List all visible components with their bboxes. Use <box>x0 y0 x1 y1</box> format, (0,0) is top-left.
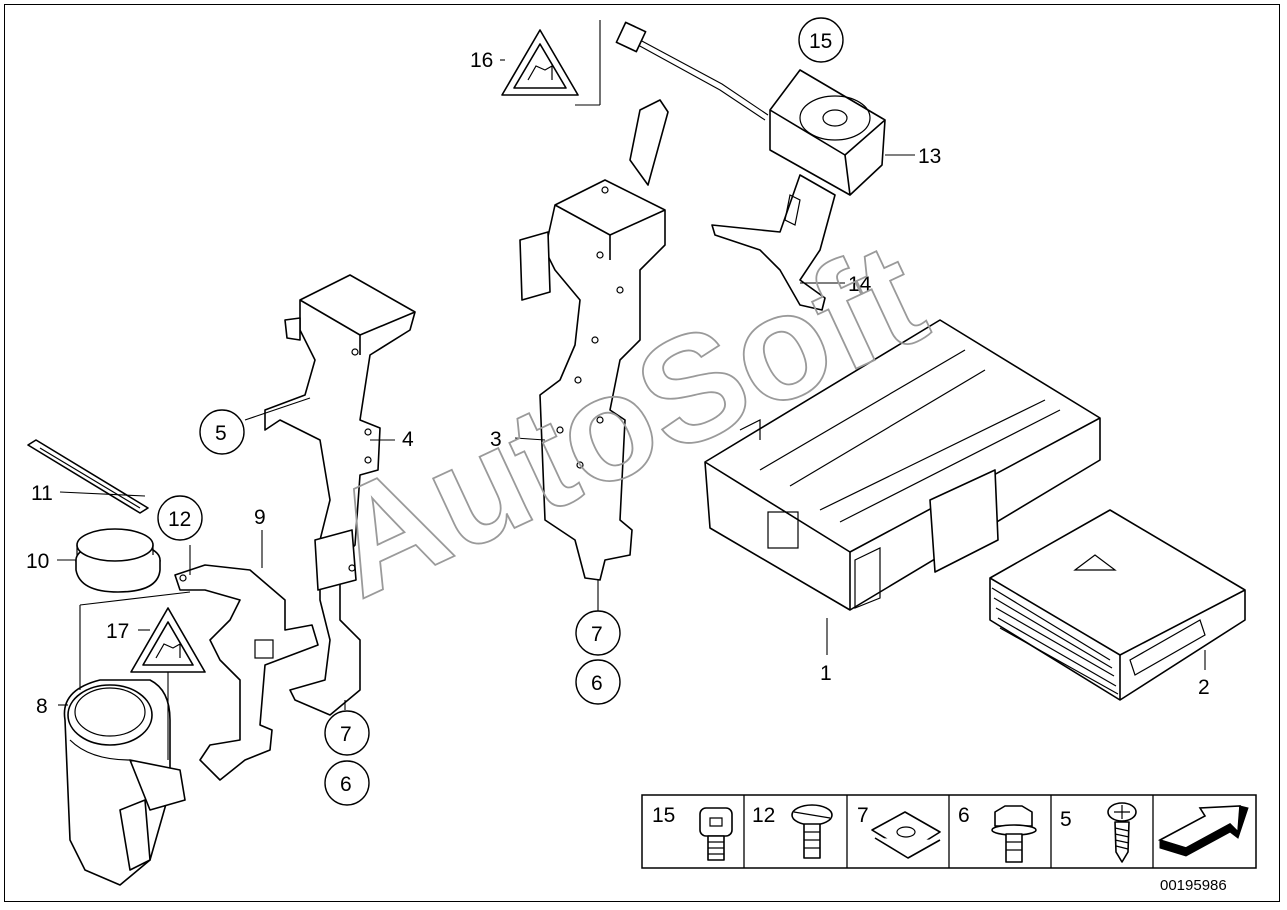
callout-11: 11 <box>31 482 53 505</box>
callout-15: 15 <box>809 30 832 53</box>
legend-item-5[interactable]: 5 <box>1060 802 1137 863</box>
part-4-bracket[interactable] <box>264 274 416 716</box>
legend-num-6: 6 <box>958 804 970 827</box>
legend-item-12[interactable]: 12 <box>752 804 833 859</box>
part-8-housing[interactable] <box>63 679 186 886</box>
part-9-bracket[interactable] <box>174 564 319 781</box>
part-10-grommet[interactable] <box>75 528 161 593</box>
part-1-cd-changer[interactable] <box>704 319 1101 611</box>
callout-16: 16 <box>470 49 493 72</box>
hex-bolt-icon <box>991 805 1037 863</box>
callouts: 1 2 3 4 5 6 6 7 7 8 9 10 11 12 13 14 15 … <box>26 17 1210 806</box>
callout-13: 13 <box>918 145 941 168</box>
legend-num-15: 15 <box>652 804 675 827</box>
legend-num-5: 5 <box>1060 808 1072 831</box>
leader-lines <box>57 59 1206 760</box>
part-14-fan-bracket[interactable] <box>711 174 836 311</box>
callout-7b: 7 <box>591 623 603 646</box>
callout-10: 10 <box>26 550 49 573</box>
legend-num-12: 12 <box>752 804 775 827</box>
legend-item-7[interactable]: 7 <box>857 804 941 859</box>
callout-2: 2 <box>1198 676 1210 699</box>
callout-7a: 7 <box>340 723 352 746</box>
part-13-fan[interactable] <box>769 69 886 196</box>
legend-item-arrow <box>1157 805 1249 857</box>
diagram-frame <box>4 4 1280 902</box>
callout-3: 3 <box>490 428 502 451</box>
callout-1: 1 <box>820 662 832 685</box>
callout-6a: 6 <box>340 773 352 796</box>
warning-triangle-17 <box>130 607 206 673</box>
callout-5: 5 <box>215 422 227 445</box>
callout-17: 17 <box>106 620 129 643</box>
callout-9: 9 <box>254 506 266 529</box>
diagram-code: 00195986 <box>1160 877 1227 894</box>
oval-head-screw-icon <box>791 804 833 859</box>
warning-triangle-16 <box>501 29 579 96</box>
legend-num-7: 7 <box>857 804 869 827</box>
callout-12: 12 <box>168 508 191 531</box>
hex-socket-screw-icon <box>699 807 733 861</box>
fastener-legend: 15 12 7 <box>641 794 1257 869</box>
callout-8: 8 <box>36 695 48 718</box>
wiring-harness <box>575 20 769 121</box>
callout-6b: 6 <box>591 672 603 695</box>
part-3-bracket[interactable] <box>519 99 669 581</box>
legend-item-6[interactable]: 6 <box>958 804 1037 863</box>
arrow-symbol-icon <box>1157 805 1249 857</box>
part-2-cd-magazine[interactable] <box>989 509 1246 701</box>
callout-14: 14 <box>848 273 872 296</box>
legend-item-15[interactable]: 15 <box>652 804 733 861</box>
callout-4: 4 <box>402 428 414 451</box>
tapping-screw-icon <box>1107 802 1137 863</box>
clip-nut-icon <box>871 811 941 859</box>
